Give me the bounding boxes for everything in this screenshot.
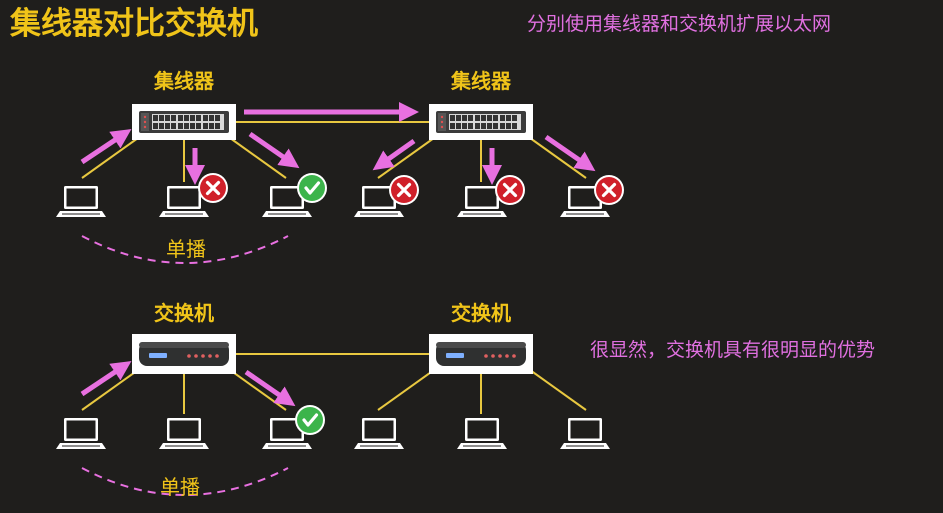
unicast-path — [81, 467, 289, 496]
unicast-label: 单播 — [160, 475, 200, 499]
switch-label: 交换机 — [154, 301, 214, 325]
laptop-icon — [353, 417, 405, 450]
switch-label: 交换机 — [451, 301, 511, 325]
link-hub2-pc6 — [529, 137, 587, 179]
laptop-icon — [55, 417, 107, 450]
link-sw2-pc4 — [377, 369, 435, 411]
green-check-icon — [293, 403, 327, 437]
frame-arrow — [80, 129, 132, 165]
switch-icon — [429, 334, 533, 374]
link-sw2-pc6 — [529, 369, 587, 411]
frame-arrow — [248, 131, 300, 169]
slide-subtitle: 分别使用集线器和交换机扩展以太网 — [527, 13, 831, 35]
switch-icon — [132, 334, 236, 374]
red-x-icon — [196, 171, 230, 205]
unicast-path — [81, 235, 289, 264]
red-x-icon — [387, 173, 421, 207]
link-hub2-pc4 — [377, 137, 435, 179]
red-x-icon — [592, 173, 626, 207]
hub-icon — [132, 104, 236, 140]
green-check-icon — [295, 171, 329, 205]
frame-arrow — [544, 134, 596, 172]
hub-label: 集线器 — [153, 69, 215, 93]
hub-network: 集线器 集线器 单播 — [55, 69, 626, 264]
laptop-icon — [559, 417, 611, 450]
laptop-icon — [456, 417, 508, 450]
red-x-icon — [493, 173, 527, 207]
switch-network: 交换机 交换机 单播 — [55, 301, 611, 499]
link-hub1-pc3 — [229, 137, 287, 179]
frame-arrow — [372, 138, 416, 171]
frame-arrow — [244, 369, 296, 407]
hub-icon — [429, 104, 533, 140]
conclusion-text: 很显然，交换机具有很明显的优势 — [590, 339, 875, 361]
laptop-icon — [158, 417, 210, 450]
unicast-label: 单播 — [166, 237, 206, 261]
frame-arrow — [80, 361, 132, 397]
laptop-icon — [55, 185, 107, 218]
hub-label: 集线器 — [450, 69, 512, 93]
slide-title: 集线器对比交换机 — [9, 6, 258, 42]
link-sw1-pc3 — [229, 369, 287, 411]
